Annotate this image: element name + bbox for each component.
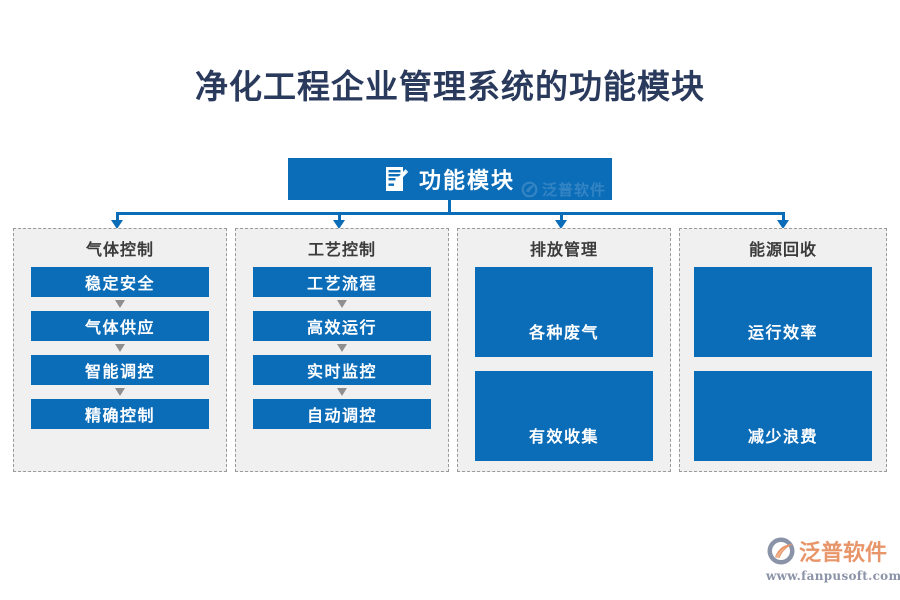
column-items-2: 工艺流程 高效运行 实时监控 自动调控 — [236, 267, 448, 429]
item-box-3-2[interactable]: 有效收集 — [475, 371, 653, 461]
fanpu-logo-icon — [521, 181, 538, 198]
item-arrow-icon-2-2 — [337, 344, 347, 352]
column-title-1: 气体控制 — [85, 240, 154, 259]
item-box-1-4[interactable]: 精确控制 — [31, 399, 209, 429]
item-label-4-1: 运行效率 — [747, 323, 818, 342]
column-items-3: 各种废气 有效收集 — [458, 267, 670, 461]
column-title-2: 工艺控制 — [307, 240, 376, 259]
connector-bus — [116, 212, 784, 215]
item-box-1-1[interactable]: 稳定安全 — [31, 267, 209, 297]
item-arrow-icon-1-3 — [115, 388, 125, 396]
fanpu-logo-icon — [767, 537, 795, 565]
down-arrow-icon-2 — [333, 220, 345, 229]
item-box-1-3[interactable]: 智能调控 — [31, 355, 209, 385]
brand-name: 泛普软件 — [799, 541, 888, 566]
item-label-1-3: 智能调控 — [84, 362, 155, 381]
down-arrow-icon-4 — [777, 220, 789, 229]
root-watermark: 泛普软件 — [521, 179, 606, 200]
item-label-2-2: 高效运行 — [306, 318, 377, 337]
brand-logo-row: 泛普软件 — [766, 534, 890, 568]
item-arrow-icon-1-2 — [115, 344, 125, 352]
item-box-2-1[interactable]: 工艺流程 — [253, 267, 431, 297]
connector-drop-2 — [338, 212, 341, 222]
brand-logo: 泛普软件 www.fanpusoft.com — [766, 534, 900, 586]
item-label-1-2: 气体供应 — [84, 318, 155, 337]
item-label-2-1: 工艺流程 — [306, 274, 377, 293]
column-title-3: 排放管理 — [529, 240, 598, 259]
item-label-3-1: 各种废气 — [528, 323, 599, 342]
item-label-1-4: 精确控制 — [84, 406, 155, 425]
item-label-1-1: 稳定安全 — [84, 274, 155, 293]
item-arrow-icon-2-1 — [337, 300, 347, 308]
document-edit-icon — [385, 167, 409, 191]
column-panel-1[interactable]: 气体控制 稳定安全 气体供应 智能调控 精确控制 — [13, 228, 227, 472]
connector-drop-4 — [782, 212, 785, 222]
column-items-1: 稳定安全 气体供应 智能调控 精确控制 — [14, 267, 226, 429]
root-node-functional-modules[interactable]: 功能模块 泛普软件 — [288, 158, 612, 200]
column-title-4: 能源回收 — [748, 240, 817, 259]
root-watermark-text: 泛普软件 — [541, 181, 606, 199]
item-label-2-4: 自动调控 — [306, 406, 377, 425]
column-panel-3[interactable]: 排放管理 各种废气 有效收集 — [457, 228, 671, 472]
connector-drop-3 — [560, 212, 563, 222]
down-arrow-icon-1 — [111, 220, 123, 229]
item-arrow-icon-2-3 — [337, 388, 347, 396]
column-panel-4[interactable]: 能源回收 运行效率 减少浪费 — [679, 228, 887, 472]
item-box-2-3[interactable]: 实时监控 — [253, 355, 431, 385]
item-box-2-2[interactable]: 高效运行 — [253, 311, 431, 341]
column-items-4: 运行效率 减少浪费 — [680, 267, 886, 461]
item-box-3-1[interactable]: 各种废气 — [475, 267, 653, 357]
brand-url: www.fanpusoft.com — [766, 569, 900, 583]
item-label-4-2: 减少浪费 — [747, 427, 818, 446]
item-box-4-1[interactable]: 运行效率 — [694, 267, 872, 357]
column-panel-2[interactable]: 工艺控制 工艺流程 高效运行 实时监控 自动调控 — [235, 228, 449, 472]
item-label-3-2: 有效收集 — [528, 427, 599, 446]
connector-stem — [448, 200, 451, 214]
item-box-1-2[interactable]: 气体供应 — [31, 311, 209, 341]
item-box-4-2[interactable]: 减少浪费 — [694, 371, 872, 461]
page-title: 净化工程企业管理系统的功能模块 — [195, 67, 705, 106]
root-node-label: 功能模块 — [418, 168, 515, 194]
item-arrow-icon-1-1 — [115, 300, 125, 308]
down-arrow-icon-3 — [555, 220, 567, 229]
item-box-2-4[interactable]: 自动调控 — [253, 399, 431, 429]
item-label-2-3: 实时监控 — [306, 362, 377, 381]
connector-drop-1 — [116, 212, 119, 222]
